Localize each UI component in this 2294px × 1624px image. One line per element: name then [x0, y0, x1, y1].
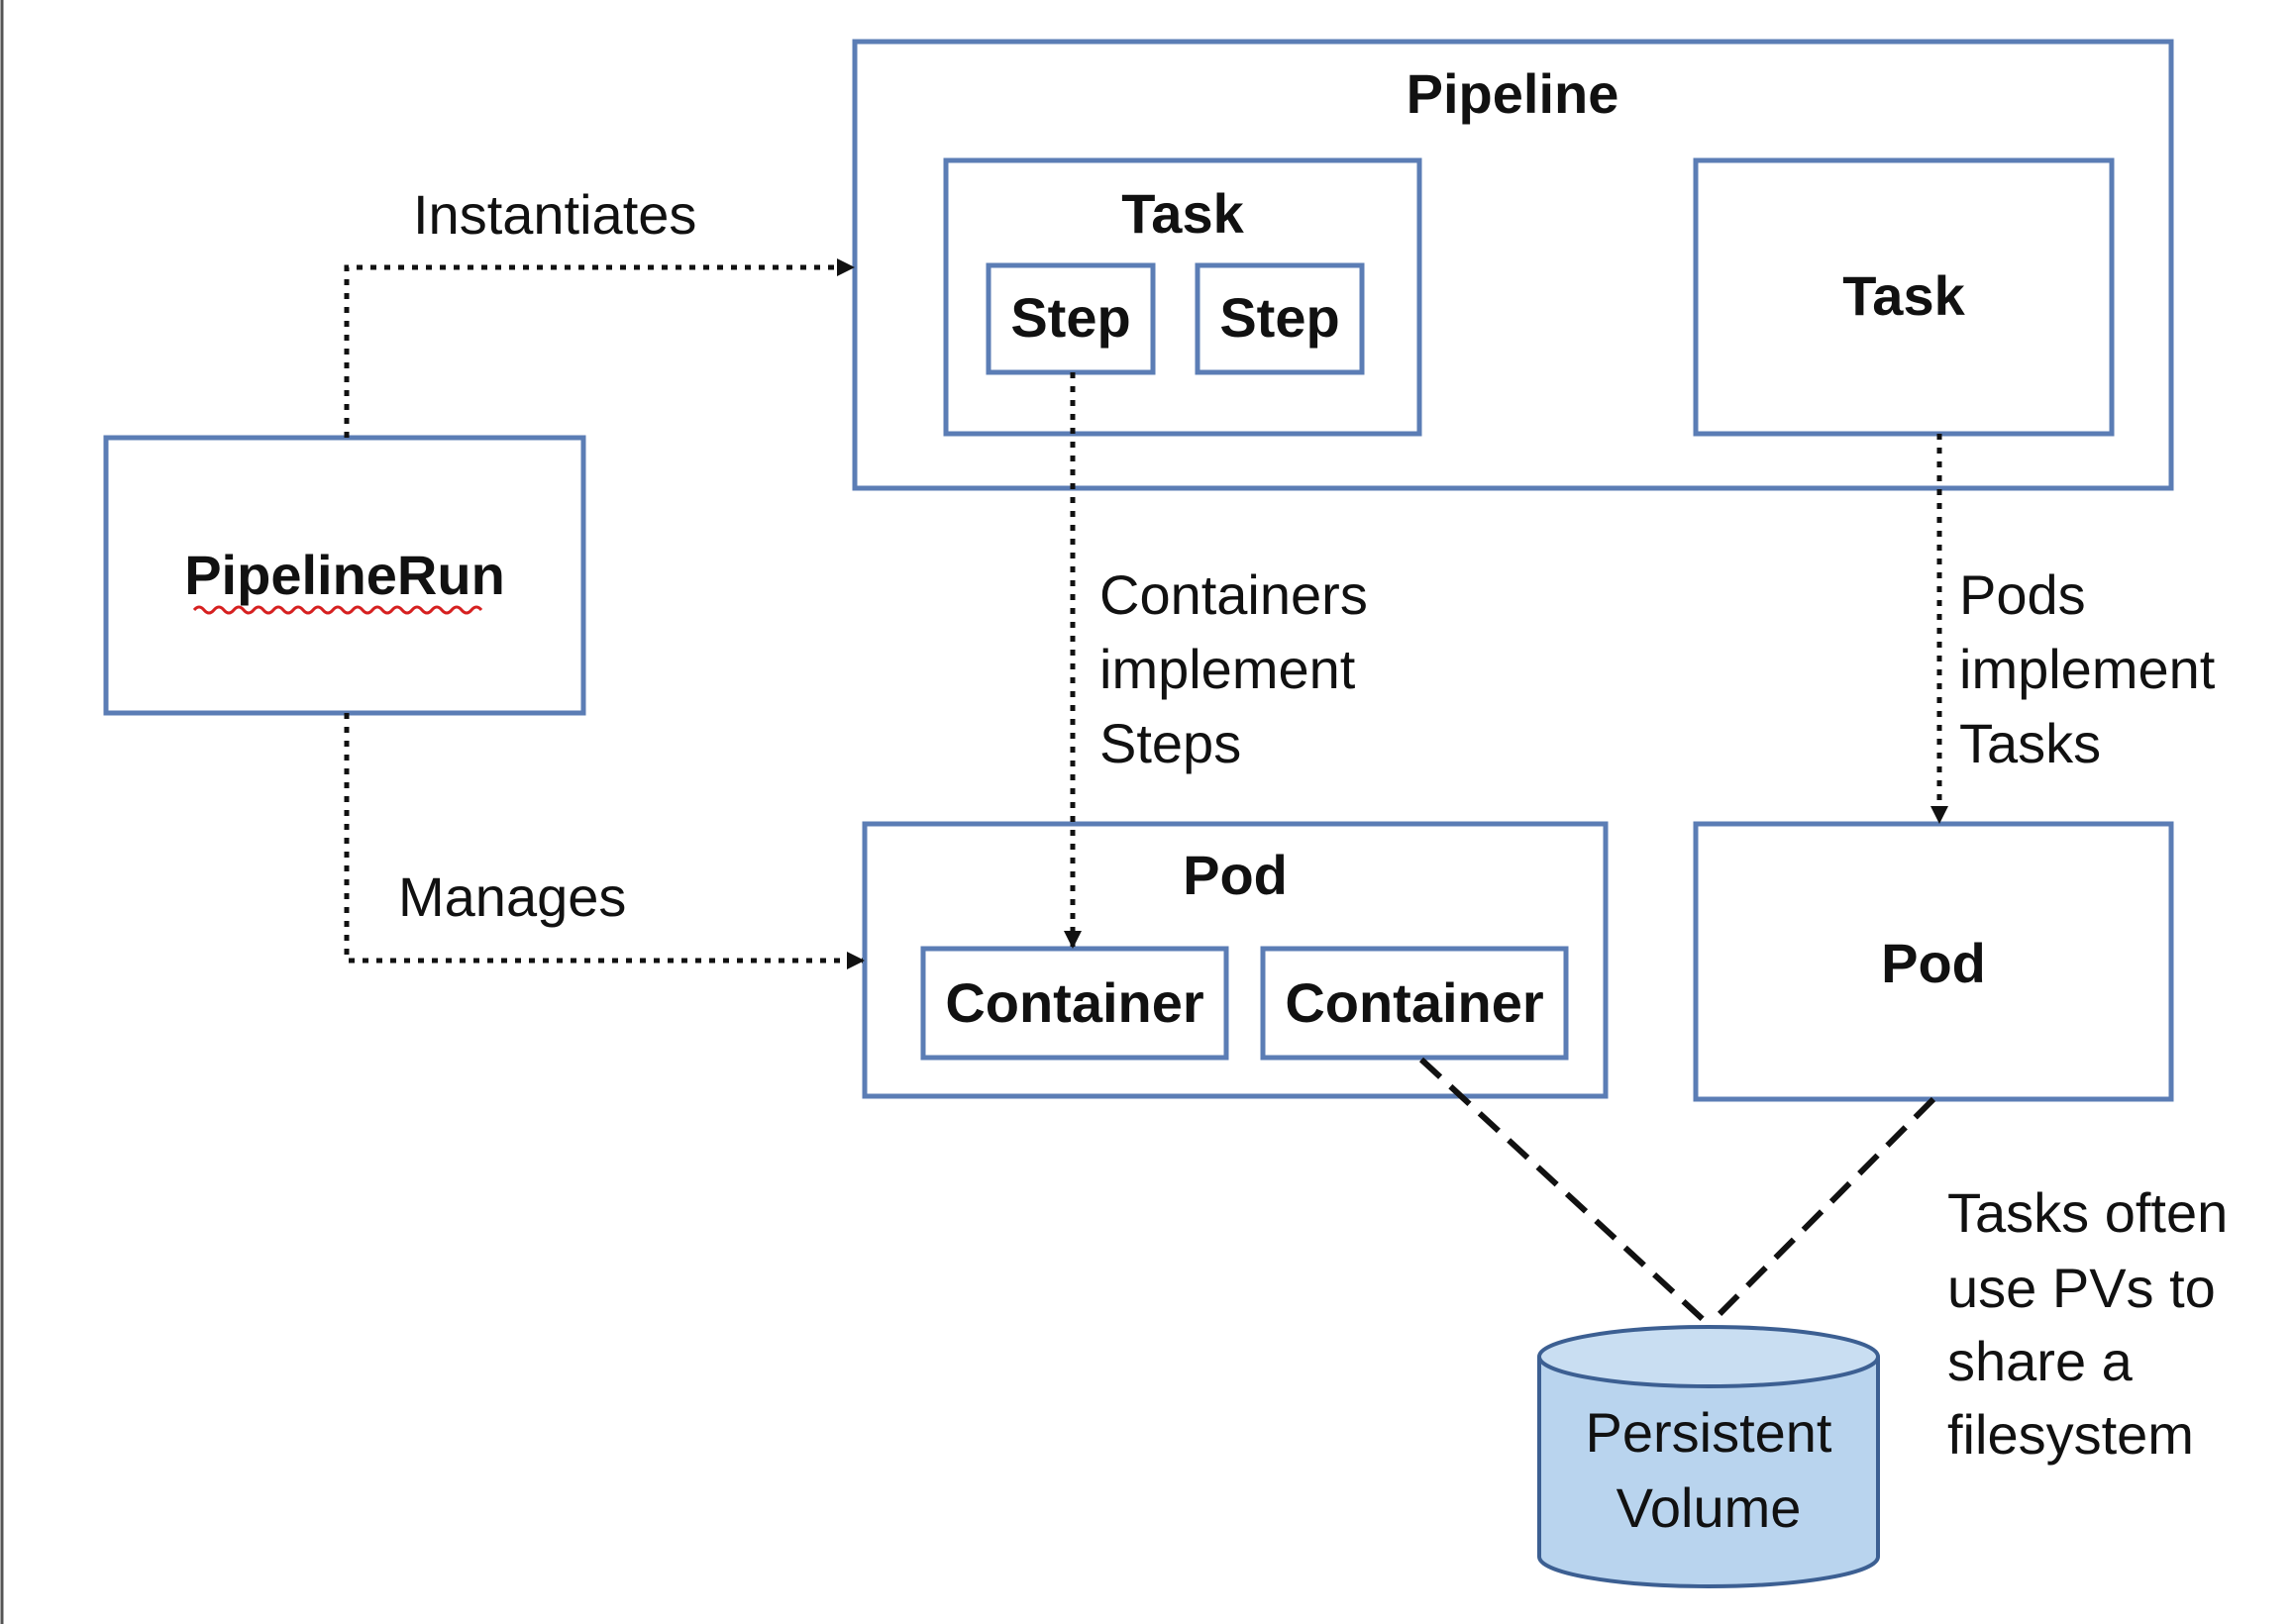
task-title-2: Task	[1842, 264, 1965, 327]
pods-tasks-line-2: implement	[1959, 638, 2216, 700]
pv-note-line-4: filesystem	[1947, 1403, 2194, 1466]
step-label-2: Step	[1219, 286, 1339, 349]
step-box-2[interactable]: Step	[1195, 262, 1365, 375]
pv-note-line-2: use PVs to	[1947, 1257, 2216, 1319]
container-box-2[interactable]: Container	[1260, 946, 1569, 1061]
step-label-1: Step	[1010, 286, 1130, 349]
pods-tasks-line-1: Pods	[1959, 563, 2086, 626]
volume-label-line-1: Persistent	[1586, 1401, 1832, 1464]
container-box-1[interactable]: Container	[920, 946, 1229, 1061]
instantiates-arrow	[344, 258, 855, 438]
manages-label: Manages	[398, 865, 626, 928]
container-label-1: Container	[945, 971, 1203, 1034]
containers-steps-line-2: implement	[1099, 638, 1356, 700]
persistent-volume-cylinder[interactable]: Persistent Volume	[1537, 1325, 1880, 1588]
container-to-volume-line	[1418, 1057, 1709, 1325]
task-box[interactable]: Task	[1693, 157, 2115, 437]
pipeline-title: Pipeline	[1407, 62, 1619, 125]
containers-steps-line-3: Steps	[1099, 712, 1241, 774]
spellcheck-underline	[192, 605, 483, 615]
pipelinerun-title: PipelineRun	[184, 544, 505, 606]
pv-note-line-3: share a	[1947, 1330, 2134, 1392]
pv-note-line-1: Tasks often	[1947, 1181, 2228, 1244]
pod-title: Pod	[1183, 844, 1288, 906]
pods-tasks-line-3: Tasks	[1959, 712, 2101, 774]
pod-box[interactable]: Pod	[1693, 821, 2174, 1102]
containers-steps-line-1: Containers	[1099, 563, 1368, 626]
task-title: Task	[1121, 182, 1244, 245]
pod-title-2: Pod	[1881, 932, 1986, 994]
step-box-1[interactable]: Step	[986, 262, 1156, 375]
container-label-2: Container	[1285, 971, 1543, 1034]
instantiates-label: Instantiates	[413, 183, 696, 246]
pod-to-volume-line	[1709, 1096, 1936, 1325]
pipelinerun-box[interactable]: PipelineRun	[103, 435, 586, 716]
volume-label-line-2: Volume	[1616, 1476, 1802, 1539]
